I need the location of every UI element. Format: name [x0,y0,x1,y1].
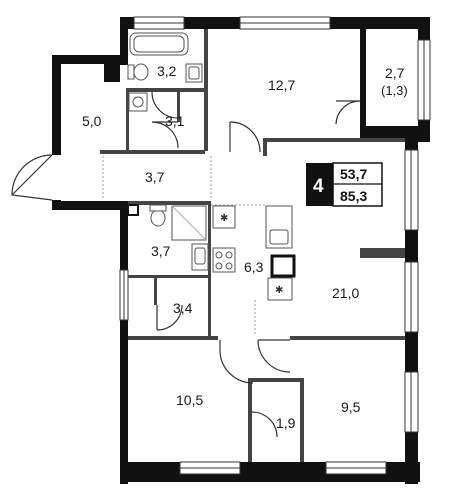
svg-text:✱: ✱ [275,285,283,296]
stove-icon [212,247,236,273]
windows [119,16,431,475]
room-area-bath-mid: 3,7 [151,243,171,259]
room-area-kitchen: 6,3 [244,259,264,275]
room-area-wc-top: 3,1 [165,113,185,129]
balcony-door [335,100,361,125]
room-area-balcony-note: (1,3) [381,83,408,98]
storage-door [156,304,183,331]
room-area-balcony: 2,7 [385,65,405,81]
interior-walls [100,29,405,462]
room-area-hall-left: 5,0 [82,113,102,129]
room-area-closet: 1,9 [276,415,296,431]
fridge-icon [270,254,296,278]
room-area-bedroom-right: 9,5 [341,399,361,415]
room-area-bedroom-left: 10,5 [176,392,203,408]
bedroom-right-door [257,339,291,373]
badge-living-area: 53,7 [340,166,367,182]
closet-door [251,411,278,438]
room-area-corridor: 3,7 [145,169,165,185]
room-area-living-top: 12,7 [268,77,295,93]
bedroom-left-door [219,340,254,384]
room-area-bath-top: 3,2 [157,63,177,79]
badge-total-area: 85,3 [340,188,367,204]
washer-mid-icon [212,205,236,229]
doors [11,91,361,438]
toilet-mid-icon [150,209,166,227]
room-area-living-main: 21,0 [332,285,359,301]
apartment-badge: 4 53,7 85,3 [306,162,383,207]
svg-text:✱: ✱ [220,213,228,224]
fixtures: ✱ ✱ [127,32,296,301]
appliance-icon [267,277,293,301]
living-top-door [229,121,261,153]
bath-door [151,121,179,149]
toilet-icon [133,63,149,81]
wc-door [151,91,179,119]
badge-rooms-count: 4 [313,176,324,197]
zone-separators [102,156,265,336]
room-labels: 3,2 12,7 2,7 (1,3) 5,0 3,1 3,7 3,7 6,3 2… [82,63,408,431]
badge-rooms-box [306,163,333,206]
entrance-door [11,154,53,201]
room-area-storage: 3,4 [173,300,193,316]
